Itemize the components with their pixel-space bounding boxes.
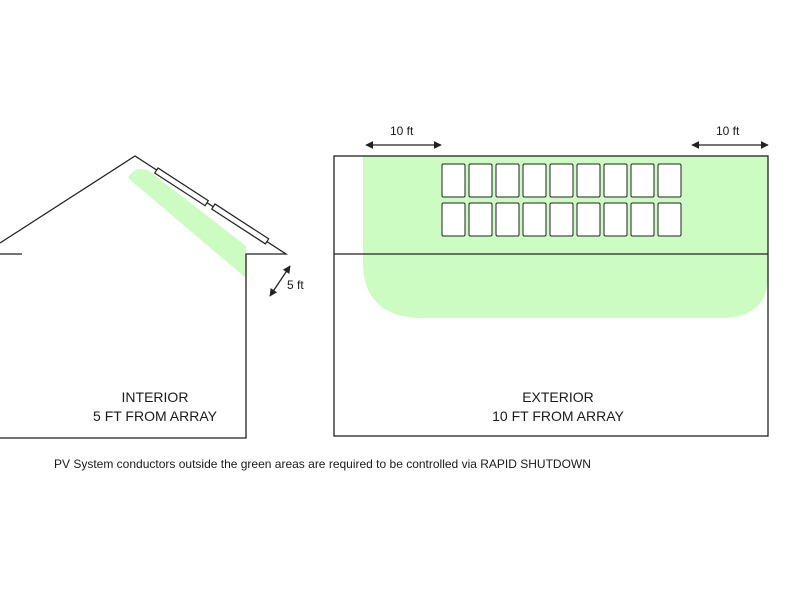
pv-module xyxy=(522,202,547,237)
pv-module xyxy=(468,202,493,237)
pv-module xyxy=(549,163,574,198)
roof-module-2 xyxy=(210,203,270,245)
pv-module xyxy=(603,163,628,198)
pv-module xyxy=(441,163,466,198)
interior-label: INTERIOR 5 FT FROM ARRAY xyxy=(70,388,240,426)
pv-module xyxy=(468,163,493,198)
pv-module xyxy=(630,163,655,198)
interior-title-line1: INTERIOR xyxy=(121,389,189,405)
pv-module xyxy=(576,202,601,237)
house-outline xyxy=(0,155,289,439)
pv-module xyxy=(495,202,520,237)
roof-modules xyxy=(153,167,270,245)
exterior-dimension-left-label: 10 ft xyxy=(390,124,414,138)
interior-dimension-arrow xyxy=(269,265,291,297)
rapid-shutdown-footnote: PV System conductors outside the green a… xyxy=(54,457,591,471)
interior-green-zone xyxy=(128,169,246,278)
pv-module xyxy=(549,202,574,237)
house-interior xyxy=(0,155,291,439)
exterior-title-line2: 10 FT FROM ARRAY xyxy=(492,408,624,424)
pv-module xyxy=(657,202,682,237)
pv-module xyxy=(630,202,655,237)
module-grid xyxy=(441,163,682,237)
exterior-title-line1: EXTERIOR xyxy=(522,389,594,405)
building-outline xyxy=(333,155,769,437)
exterior-label: EXTERIOR 10 FT FROM ARRAY xyxy=(458,388,658,426)
pv-module xyxy=(441,202,466,237)
pv-module xyxy=(495,163,520,198)
interior-dimension-label: 5 ft xyxy=(287,278,304,292)
pv-module xyxy=(576,163,601,198)
building-exterior xyxy=(333,141,769,437)
exterior-dimension-right-label: 10 ft xyxy=(716,124,740,138)
roof-module-1 xyxy=(153,167,210,207)
pv-module xyxy=(603,202,628,237)
pv-module xyxy=(657,163,682,198)
pv-module xyxy=(522,163,547,198)
interior-title-line2: 5 FT FROM ARRAY xyxy=(93,408,217,424)
